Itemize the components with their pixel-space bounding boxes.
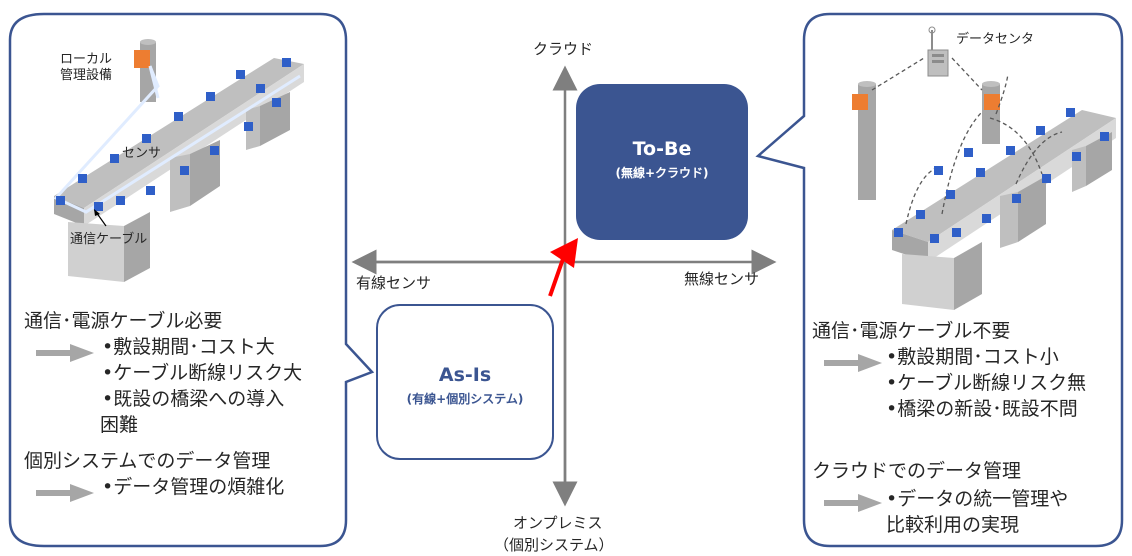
axis-label-top: クラウド [533, 40, 594, 58]
transition-arrow [548, 238, 578, 297]
right-bullet-1-2: •ケーブル断線リスク無 [886, 372, 1087, 394]
local-facility-line2: 管理設備 [60, 68, 113, 83]
asis-subtitle: (有線+個別システム) [406, 392, 524, 406]
asis-box: As-Is (有線+個別システム) [376, 304, 554, 460]
arrow-right-icon [36, 344, 94, 362]
right-bullet-2-1: •データの統一管理や [886, 488, 1069, 510]
axis-label-right: 無線センサ [684, 270, 760, 288]
arrow-right-icon [824, 494, 882, 512]
right-bullet-2-2: 比較利用の実現 [886, 514, 1020, 536]
local-facility-line1: ローカル [60, 52, 113, 67]
right-heading-1: 通信･電源ケーブル不要 [812, 320, 1011, 342]
cable-label: 通信ケーブル [70, 232, 148, 247]
left-heading-2: 個別システムでのデータ管理 [24, 450, 271, 472]
left-bullet-1-3: •既設の橋梁への導入 [102, 388, 285, 410]
wired-bridge-illustration [53, 39, 304, 282]
datacenter-icon [927, 26, 949, 77]
right-heading-2: クラウドでのデータ管理 [812, 460, 1022, 482]
left-heading-1: 通信･電源ケーブル必要 [24, 310, 223, 332]
right-bullets-2: •データの統一管理や 比較利用の実現 [886, 486, 1068, 538]
local-facility-label: ローカル 管理設備 [60, 52, 112, 84]
left-bullet-1-4: 困難 [100, 414, 139, 436]
tobe-title: To-Be [632, 138, 692, 160]
datacenter-label: データセンタ [956, 32, 1035, 47]
axis-label-bottom: オンプレミス [513, 514, 603, 532]
sensor-label: センサ [122, 146, 162, 161]
right-bullets-1: •敷設期間･コスト小 •ケーブル断線リスク無 •橋梁の新設･既設不問 [886, 344, 1086, 422]
wireless-bridge-illustration [852, 26, 1116, 310]
tobe-box: To-Be (無線+クラウド) [576, 84, 748, 240]
axis-label-bottom-sub: （個別システム） [494, 536, 614, 554]
left-bullet-2-1: •データ管理の煩雑化 [102, 476, 285, 498]
arrow-right-icon [36, 484, 94, 502]
axis-label-left: 有線センサ [356, 274, 432, 292]
left-bullet-1-2: •ケーブル断線リスク大 [102, 362, 303, 384]
asis-title: As-Is [438, 364, 492, 386]
right-bullet-1-1: •敷設期間･コスト小 [886, 346, 1059, 368]
right-bullet-1-3: •橋梁の新設･既設不問 [886, 398, 1078, 420]
tobe-subtitle: (無線+クラウド) [615, 166, 709, 180]
left-bullets-1: •敷設期間･コスト大 •ケーブル断線リスク大 •既設の橋梁への導入 困難 [100, 334, 303, 438]
left-bullet-1-1: •敷設期間･コスト大 [102, 336, 275, 358]
arrow-right-icon [824, 354, 882, 372]
